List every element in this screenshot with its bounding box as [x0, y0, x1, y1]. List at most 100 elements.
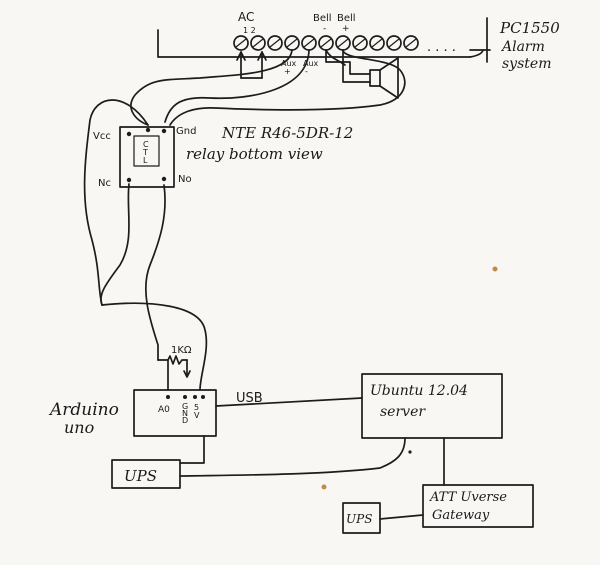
terminal-ac1: [233, 35, 249, 51]
terminal-bell-plus: [335, 35, 351, 51]
relay-ctl-l: L: [143, 156, 148, 165]
server-os-label: Ubuntu 12.04: [370, 383, 468, 399]
relay-gnd-label: Gnd: [176, 126, 196, 137]
ups-right-label: UPS: [346, 512, 372, 526]
ups-left-label: UPS: [124, 467, 157, 485]
arduino-pin-extra: [201, 395, 205, 399]
pin-d-label: D: [182, 416, 188, 425]
gnd-return-wire: [101, 302, 208, 391]
relay-pin-vcc: [126, 131, 132, 137]
terminal-aux-plus: [284, 35, 300, 51]
relay-pin-ctl-top: [145, 127, 151, 133]
arduino-pin-gnd: [183, 395, 187, 399]
relay-pin-gnd: [161, 128, 167, 134]
bell-minus-sign: -: [323, 24, 326, 34]
terminal-ac2: [250, 35, 266, 51]
server-box: [361, 373, 503, 439]
ups-left-box: [111, 459, 181, 489]
aux-minus-sign: -: [305, 67, 308, 76]
server-role-label: server: [380, 404, 426, 420]
terminal-strip: [233, 35, 419, 51]
aux-plus-sign: +: [284, 67, 291, 76]
gateway-power-wire: [379, 514, 424, 520]
aux-minus-wire: [164, 49, 310, 123]
uno-label: uno: [64, 418, 94, 437]
relay-no-label: No: [178, 174, 192, 185]
gateway-type-label: Gateway: [432, 508, 490, 523]
bell-minus-label: Bell: [313, 13, 332, 24]
bell-minus-wire: [325, 49, 346, 66]
relay-loop-wire-left: [83, 99, 149, 306]
relay: C T L Vcc Gnd Nc No NTE R46-5DR-12 relay…: [93, 124, 353, 189]
relay-to-arduino-wires: 1KΩ: [100, 183, 208, 391]
aux-plus-label: Aux: [281, 59, 297, 68]
terminal-9: [369, 35, 385, 51]
resistor-arrow: [183, 370, 191, 378]
pin-a0-label: A0: [158, 405, 170, 415]
pin-5-label: 5: [194, 403, 199, 412]
alarm-panel-corner: [469, 49, 484, 58]
relay-nc-loop: [100, 183, 130, 306]
system-label: system: [502, 56, 551, 72]
alarm-panel: . . . . AC 1 2 Bell Bell - + Aux Aux + -…: [157, 10, 560, 99]
ups-left: UPS: [111, 459, 181, 489]
relay-nc-label: Nc: [98, 178, 111, 189]
ups-right: UPS: [342, 502, 381, 534]
pin-g-label: G: [182, 402, 188, 411]
terminal-8: [352, 35, 368, 51]
terminal-ellipsis: . . . .: [427, 40, 456, 55]
server-power-wire: [179, 437, 406, 477]
relay-ctl-t: T: [142, 148, 148, 157]
aux-minus-label: Aux: [303, 59, 319, 68]
ac-terminal-numbers: 1 2: [243, 26, 256, 35]
alarm-to-relay-wires: [83, 49, 406, 306]
aux-plus-wire: [130, 49, 293, 126]
relay-no-wire: [144, 184, 166, 361]
arduino-power-wire: [179, 435, 205, 464]
usb-cable: [215, 397, 363, 407]
pin-v-label: V: [194, 411, 200, 420]
paper-speck: [321, 484, 327, 490]
arduino-board: [133, 389, 217, 437]
bell-loop-wire: [169, 49, 406, 126]
gateway-box: [422, 484, 534, 528]
arduino-label: Arduino: [48, 400, 119, 420]
relay-model-label: NTE R46-5DR-12: [221, 124, 353, 142]
power-wire-dot: [408, 450, 412, 454]
usb-label: USB: [236, 391, 263, 406]
resistor-1k: [157, 355, 188, 365]
ac-label: AC: [238, 10, 254, 24]
pin-n-label: N: [182, 409, 188, 418]
ups-right-box: [342, 502, 381, 534]
relay-body: [119, 126, 175, 188]
ac2-arrow: [257, 51, 267, 61]
terminal-10: [386, 35, 402, 51]
relay-view-label: relay bottom view: [186, 145, 323, 163]
ac1-arrow: [236, 51, 246, 61]
relay-vcc-label: Vcc: [93, 131, 111, 142]
alarm-model-label: PC1550: [499, 19, 560, 37]
ubuntu-server: Ubuntu 12.04 server: [361, 373, 503, 439]
arduino-uno: A0 G N D 5 V Arduino uno: [48, 389, 217, 437]
terminal-bell-minus: [318, 35, 334, 51]
bell-plus-sign: +: [342, 24, 350, 34]
relay-ctl-c: C: [143, 140, 149, 149]
gateway-brand-label: ATT Uverse: [429, 490, 507, 505]
terminal-aux-minus: [301, 35, 317, 51]
bell-plus-label: Bell: [337, 13, 356, 24]
paper-speck: [492, 266, 498, 272]
alarm-label: Alarm: [500, 39, 545, 55]
relay-pin-no: [161, 176, 167, 182]
terminal-11: [403, 35, 419, 51]
relay-coil: [133, 135, 160, 167]
att-uverse-gateway: ATT Uverse Gateway: [422, 484, 534, 528]
resistor-label: 1KΩ: [171, 345, 192, 356]
arduino-pin-a0: [166, 395, 170, 399]
alarm-panel-outline: [157, 29, 471, 58]
power-wiring: [179, 435, 412, 477]
relay-pin-nc: [126, 177, 132, 183]
arduino-pin-5v: [193, 395, 197, 399]
terminal-3: [267, 35, 283, 51]
